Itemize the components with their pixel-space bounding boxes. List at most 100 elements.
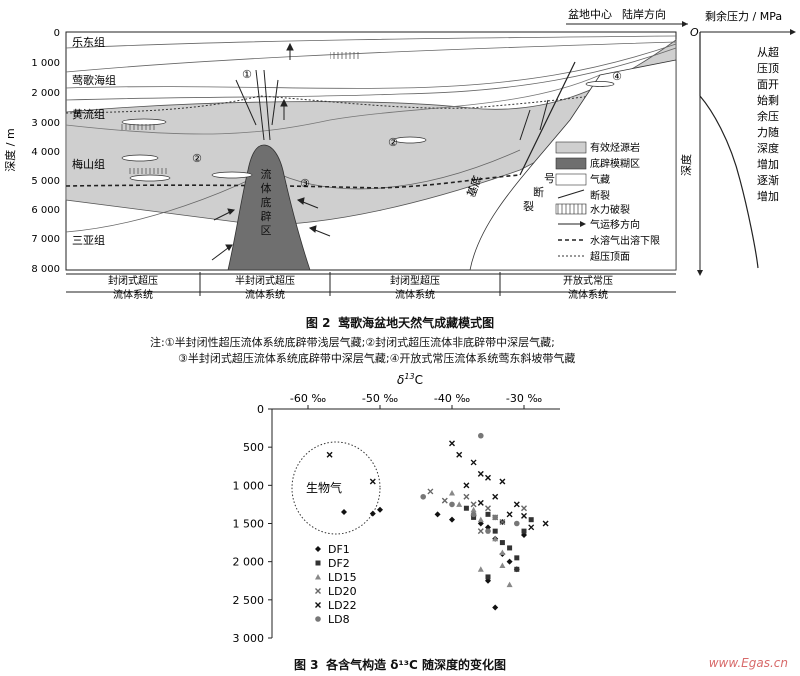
legend-migration: 气运移方向 [590,218,640,231]
fig2-caption: 图 2 莺歌海盆地天然气成藏模式图 [0,314,800,331]
x-tick-label: -30 ‰ [506,392,542,405]
legend-label-ld20: LD20 [328,585,357,598]
point-df2 [471,514,477,520]
point-df2 [492,528,498,534]
depth-tick: 6 000 [31,205,60,216]
point-df2 [528,517,534,523]
legend-soluble-gas: 水溶气出溶下限 [590,234,660,247]
svg-text:流体系统: 流体系统 [568,288,608,301]
pressure-curve [699,32,759,269]
legend-marker-df2 [315,560,321,566]
point-df1 [434,511,441,518]
point-ld20 [470,501,477,508]
point-ld22 [528,524,535,531]
point-ld22 [513,501,520,508]
point-ld15 [449,489,455,496]
point-df1 [341,509,347,516]
fig2-caption-number: 图 2 [305,316,331,330]
formation-huangliu: 黄流组 [72,107,105,121]
fig2-caption-text: 莺歌海盆地天然气成藏模式图 [338,316,495,330]
marker-3: ③ [300,177,310,190]
pressure-depth-label: 深度 [679,154,693,176]
fig2-note-line1: 注:①半封闭性超压流体系统底辟带浅层气藏;②封闭式超压流体非底辟带中深层气藏; [150,336,555,349]
svg-text:裂: 裂 [523,200,534,213]
point-ld8 [492,514,499,521]
depth-tick: 0 [54,28,60,39]
formation-ledong: 乐东组 [72,35,105,49]
point-ld22 [477,499,484,506]
point-ld15 [499,549,506,556]
legend-marker-df1 [315,546,321,552]
diapir-text: 流体底辟区 [261,167,272,237]
point-df2 [485,574,491,580]
point-ld8 [478,432,484,439]
legend-label-ld22: LD22 [328,599,357,612]
point-ld22 [463,482,470,489]
point-ld15 [470,506,477,513]
y-tick-label: 2 500 [233,594,265,607]
basin-center-label: 盆地中心 [568,7,612,21]
fig2-diagram: 深度 / m 0 1 000 2 000 3 000 4 000 5 000 6… [3,7,796,301]
hydraulic-fractures [120,52,360,174]
fault-label: 号断裂 [523,172,555,213]
system-1: 封闭式超压 [108,274,158,287]
point-ld20 [485,505,491,512]
svg-text:号: 号 [544,172,555,185]
migration-arrows [211,42,331,261]
watermark: www.Egas.cn [708,656,788,670]
depth-tick: 5 000 [31,176,60,187]
legend-label-ld8: LD8 [328,613,350,626]
legend-label-df1: DF1 [328,543,350,556]
point-ld20 [427,488,434,495]
formation-labels: 乐东组 莺歌海组 黄流组 梅山组 三亚组 [72,35,116,247]
legend-hydraulic-fracture: 水力破裂 [590,203,630,216]
system-3: 封闭型超压 [390,274,440,287]
system-4: 开放式常压 [563,274,613,287]
point-ld15 [492,535,499,542]
point-ld15 [477,516,484,523]
x-tick-label: -40 ‰ [434,392,470,405]
legend-label-df2: DF2 [328,557,350,570]
point-df2 [507,545,513,551]
depth-tick: 3 000 [31,118,60,129]
formation-sanya: 三亚组 [72,233,105,247]
point-df2 [521,528,527,534]
pressure-origin: O [690,26,699,39]
point-ld8 [514,520,520,527]
legend-marker-ld22 [315,602,321,608]
legend-fault: 断裂 [590,189,610,202]
point-df2 [463,505,469,511]
legend-overpressure: 超压顶面 [590,250,630,263]
point-ld20 [477,528,484,535]
small-faults [235,69,549,141]
point-ld20 [463,493,470,500]
svg-text:流体系统: 流体系统 [113,288,153,301]
y-tick-label: 1 500 [233,518,265,531]
fault-line [519,61,576,176]
depth-ticks: 0 1 000 2 000 3 000 4 000 5 000 6 000 7 … [31,28,60,275]
water-soluble-gas-limit [65,174,521,189]
marker-4: ④ [612,70,622,83]
x-tick-label: -50 ‰ [362,392,398,405]
formation-yinggehai: 莺歌海组 [72,73,116,87]
fig3-xlabel: δ13C [397,372,423,387]
fig3-points [326,432,549,611]
legend-marker-ld8 [315,616,321,622]
svg-text:断: 断 [533,185,544,199]
y-tick-label: 2 000 [233,556,265,569]
point-ld20 [499,518,506,525]
point-ld15 [506,581,513,588]
point-ld8 [470,511,477,518]
pressure-title: 剩余压力 / MPa [705,9,782,23]
depth-axis-label: 深度 / m [3,128,17,171]
point-ld22 [542,520,549,527]
point-ld22 [456,451,463,458]
point-ld22 [485,474,491,481]
point-ld8 [420,493,427,500]
fig3-caption-number: 图 3 [293,658,319,672]
point-ld22 [492,493,499,500]
